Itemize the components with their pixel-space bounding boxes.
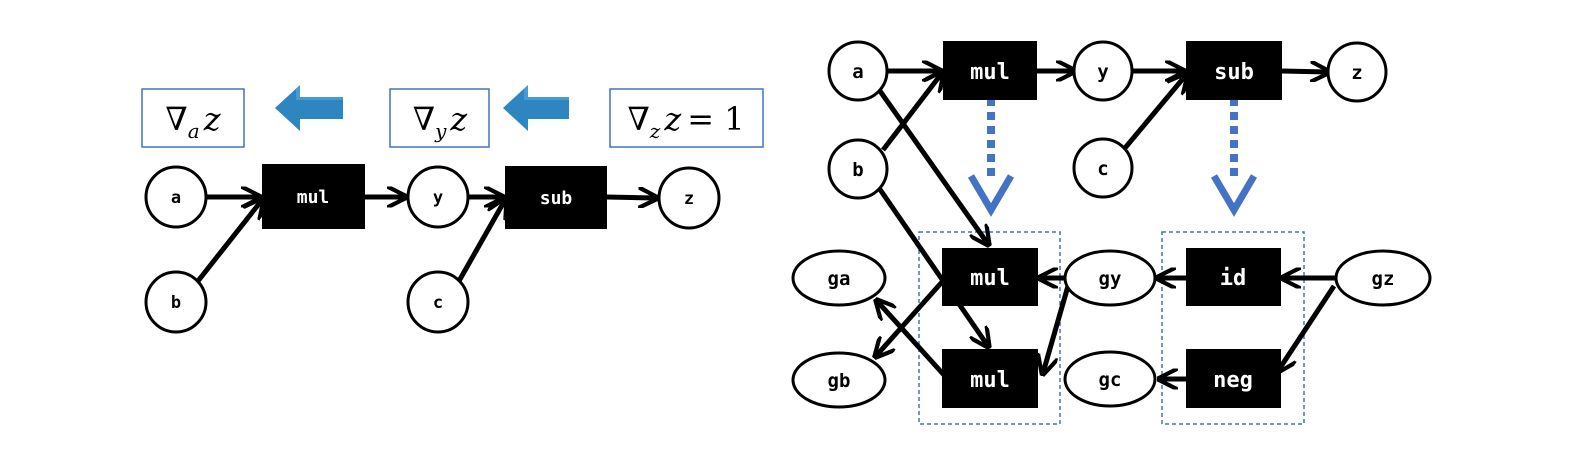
svg-text:gz: gz [1372,268,1395,290]
right-diagram: a b mul y c sub z ga [791,40,1432,425]
backward-flow-arrow-1 [275,85,343,131]
svg-text:a: a [171,188,181,208]
svg-text:gb: gb [828,370,851,392]
edge-sub-z [606,197,656,198]
right-op-sub-forward: sub [1186,41,1282,100]
grad-z-rhs: = 1 [687,100,744,138]
svg-text:z: z [1351,62,1362,84]
svg-text:gc: gc [1099,369,1122,391]
right-node-y: y [1072,40,1134,102]
grad-z-variable: z [663,100,682,138]
svg-text:mul: mul [970,266,1010,291]
svg-text:gy: gy [1099,268,1122,290]
svg-text:sub: sub [540,188,573,209]
right-node-z: z [1326,41,1388,103]
sub-transform-arrow [1210,98,1258,217]
svg-text:ga: ga [828,268,851,290]
svg-text:a: a [852,61,863,83]
svg-text:mul: mul [297,187,330,208]
svg-text:sub: sub [1214,60,1254,85]
right-node-a: a [827,40,889,102]
edge-gz-neg [1278,284,1337,371]
right-node-b: b [827,138,889,200]
svg-text:∇zz= 1: ∇zz= 1 [627,100,744,143]
svg-text:c: c [1097,158,1108,180]
edge-c-sub [456,200,505,283]
left-op-mul: mul [262,164,365,229]
svg-text:mul: mul [970,60,1010,85]
grad-y-variable: z [449,100,468,138]
right-node-c: c [1072,137,1134,199]
edge-gy-mul2 [1043,285,1071,373]
left-node-a: a [144,165,208,229]
svg-text:b: b [852,159,863,181]
edge-b-mul [196,200,262,283]
left-node-c: c [406,270,470,334]
grad-z-nabla: ∇ [627,100,649,138]
svg-text:z: z [684,189,694,209]
svg-text:id: id [1220,266,1247,291]
right-node-gb: gb [791,351,887,409]
right-op-id: id [1186,248,1281,306]
right-op-mul-backward-2: mul [942,349,1038,408]
left-node-z: z [657,166,721,230]
grad-y-subscript: y [434,119,447,143]
grad-a-subscript: a [188,119,200,143]
right-node-gy: gy [1063,249,1157,307]
edge-sub-z-fwd [1281,71,1328,72]
right-node-gc: gc [1063,350,1157,408]
right-op-mul-backward-1: mul [942,248,1038,306]
right-node-gz: gz [1334,249,1432,307]
right-op-mul-forward: mul [943,41,1037,100]
left-op-sub: sub [505,166,607,229]
svg-text:∇az: ∇az [165,100,221,143]
edge-b-mul-bwd [876,186,988,346]
left-node-b: b [144,270,208,334]
edge-mul1-gb [876,280,944,356]
grad-a-nabla: ∇ [165,100,187,138]
edge-b-mul-fwd [881,73,942,152]
mul-transform-arrow [967,98,1015,217]
grad-a-variable: z [203,100,222,138]
grad-z-subscript: z [649,119,661,143]
edge-mul2-ga [877,301,946,377]
svg-text:b: b [171,293,181,313]
left-node-y: y [406,165,470,229]
edge-a-mul-bwd [877,89,988,244]
right-edges [876,71,1337,379]
svg-text:c: c [433,293,443,313]
backward-flow-arrow-2 [503,85,569,131]
right-op-neg: neg [1186,349,1281,408]
svg-text:y: y [1097,61,1108,83]
grad-y-nabla: ∇ [413,100,435,138]
svg-text:∇yz: ∇yz [413,100,469,143]
right-node-ga: ga [791,249,887,307]
svg-text:mul: mul [970,368,1010,393]
svg-text:neg: neg [1213,368,1253,393]
edge-c-sub-fwd [1123,75,1186,150]
svg-text:y: y [433,188,443,208]
left-edges [196,197,656,283]
